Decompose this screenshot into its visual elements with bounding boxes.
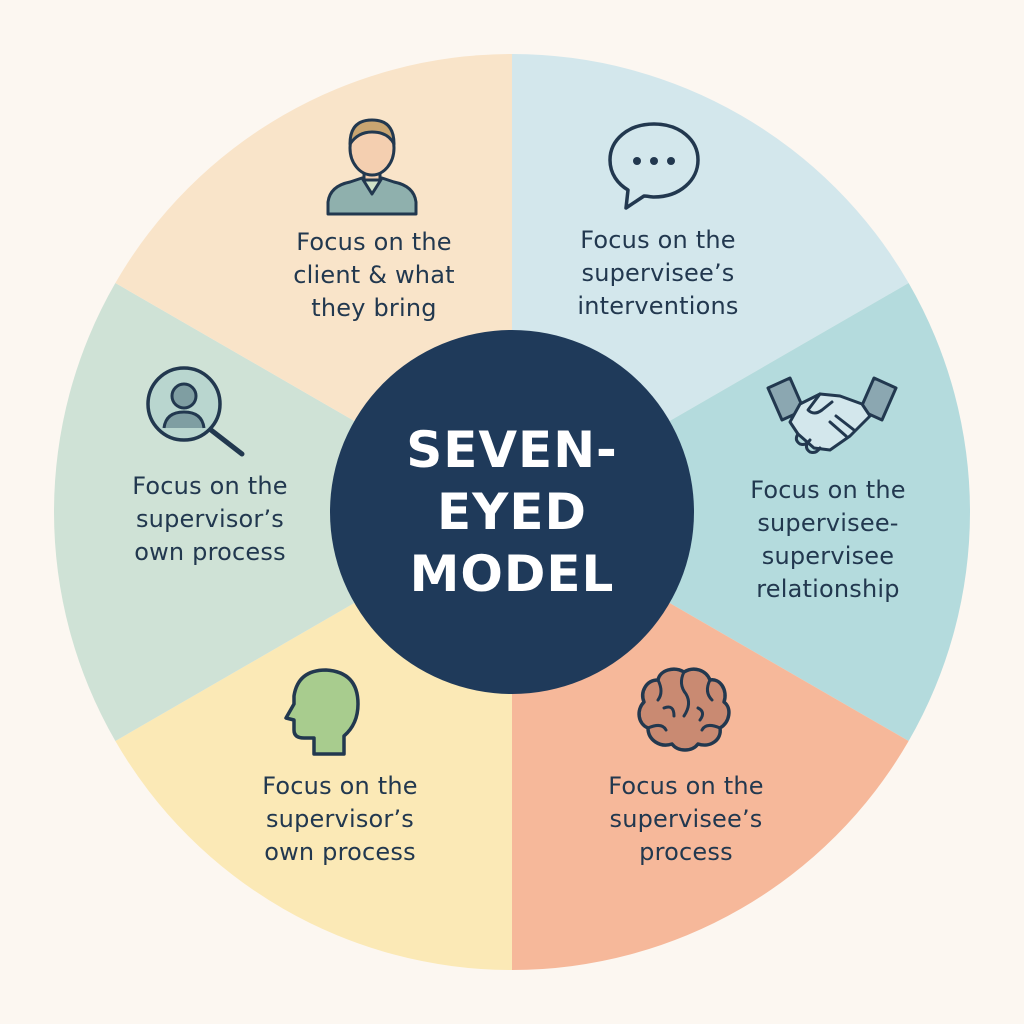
segment-label-supervisee-process: Focus on the supervisee’s process [608,772,764,866]
segment-relationship [512,283,970,741]
segment-label-supervisor-process-left: Focus on the supervisor’s own process [132,472,288,566]
segment-label-client: Focus on the client & what they bring [293,228,455,322]
center-title: SEVEN- EYED MODEL [406,421,618,603]
center-circle [330,330,694,694]
person-icon [326,118,418,216]
brain-icon [637,667,731,752]
head-profile-icon [284,668,360,756]
segment-label-interventions: Focus on the supervisee’s interventions [577,226,739,320]
segment-label-relationship: Focus on the supervisee- supervisee rela… [750,476,906,603]
segment-label-supervisor-process-bottom: Focus on the supervisor’s own process [262,772,418,866]
speech-bubble-icon [608,122,700,210]
handshake-icon [766,376,898,454]
magnifier-person-icon [146,366,245,457]
